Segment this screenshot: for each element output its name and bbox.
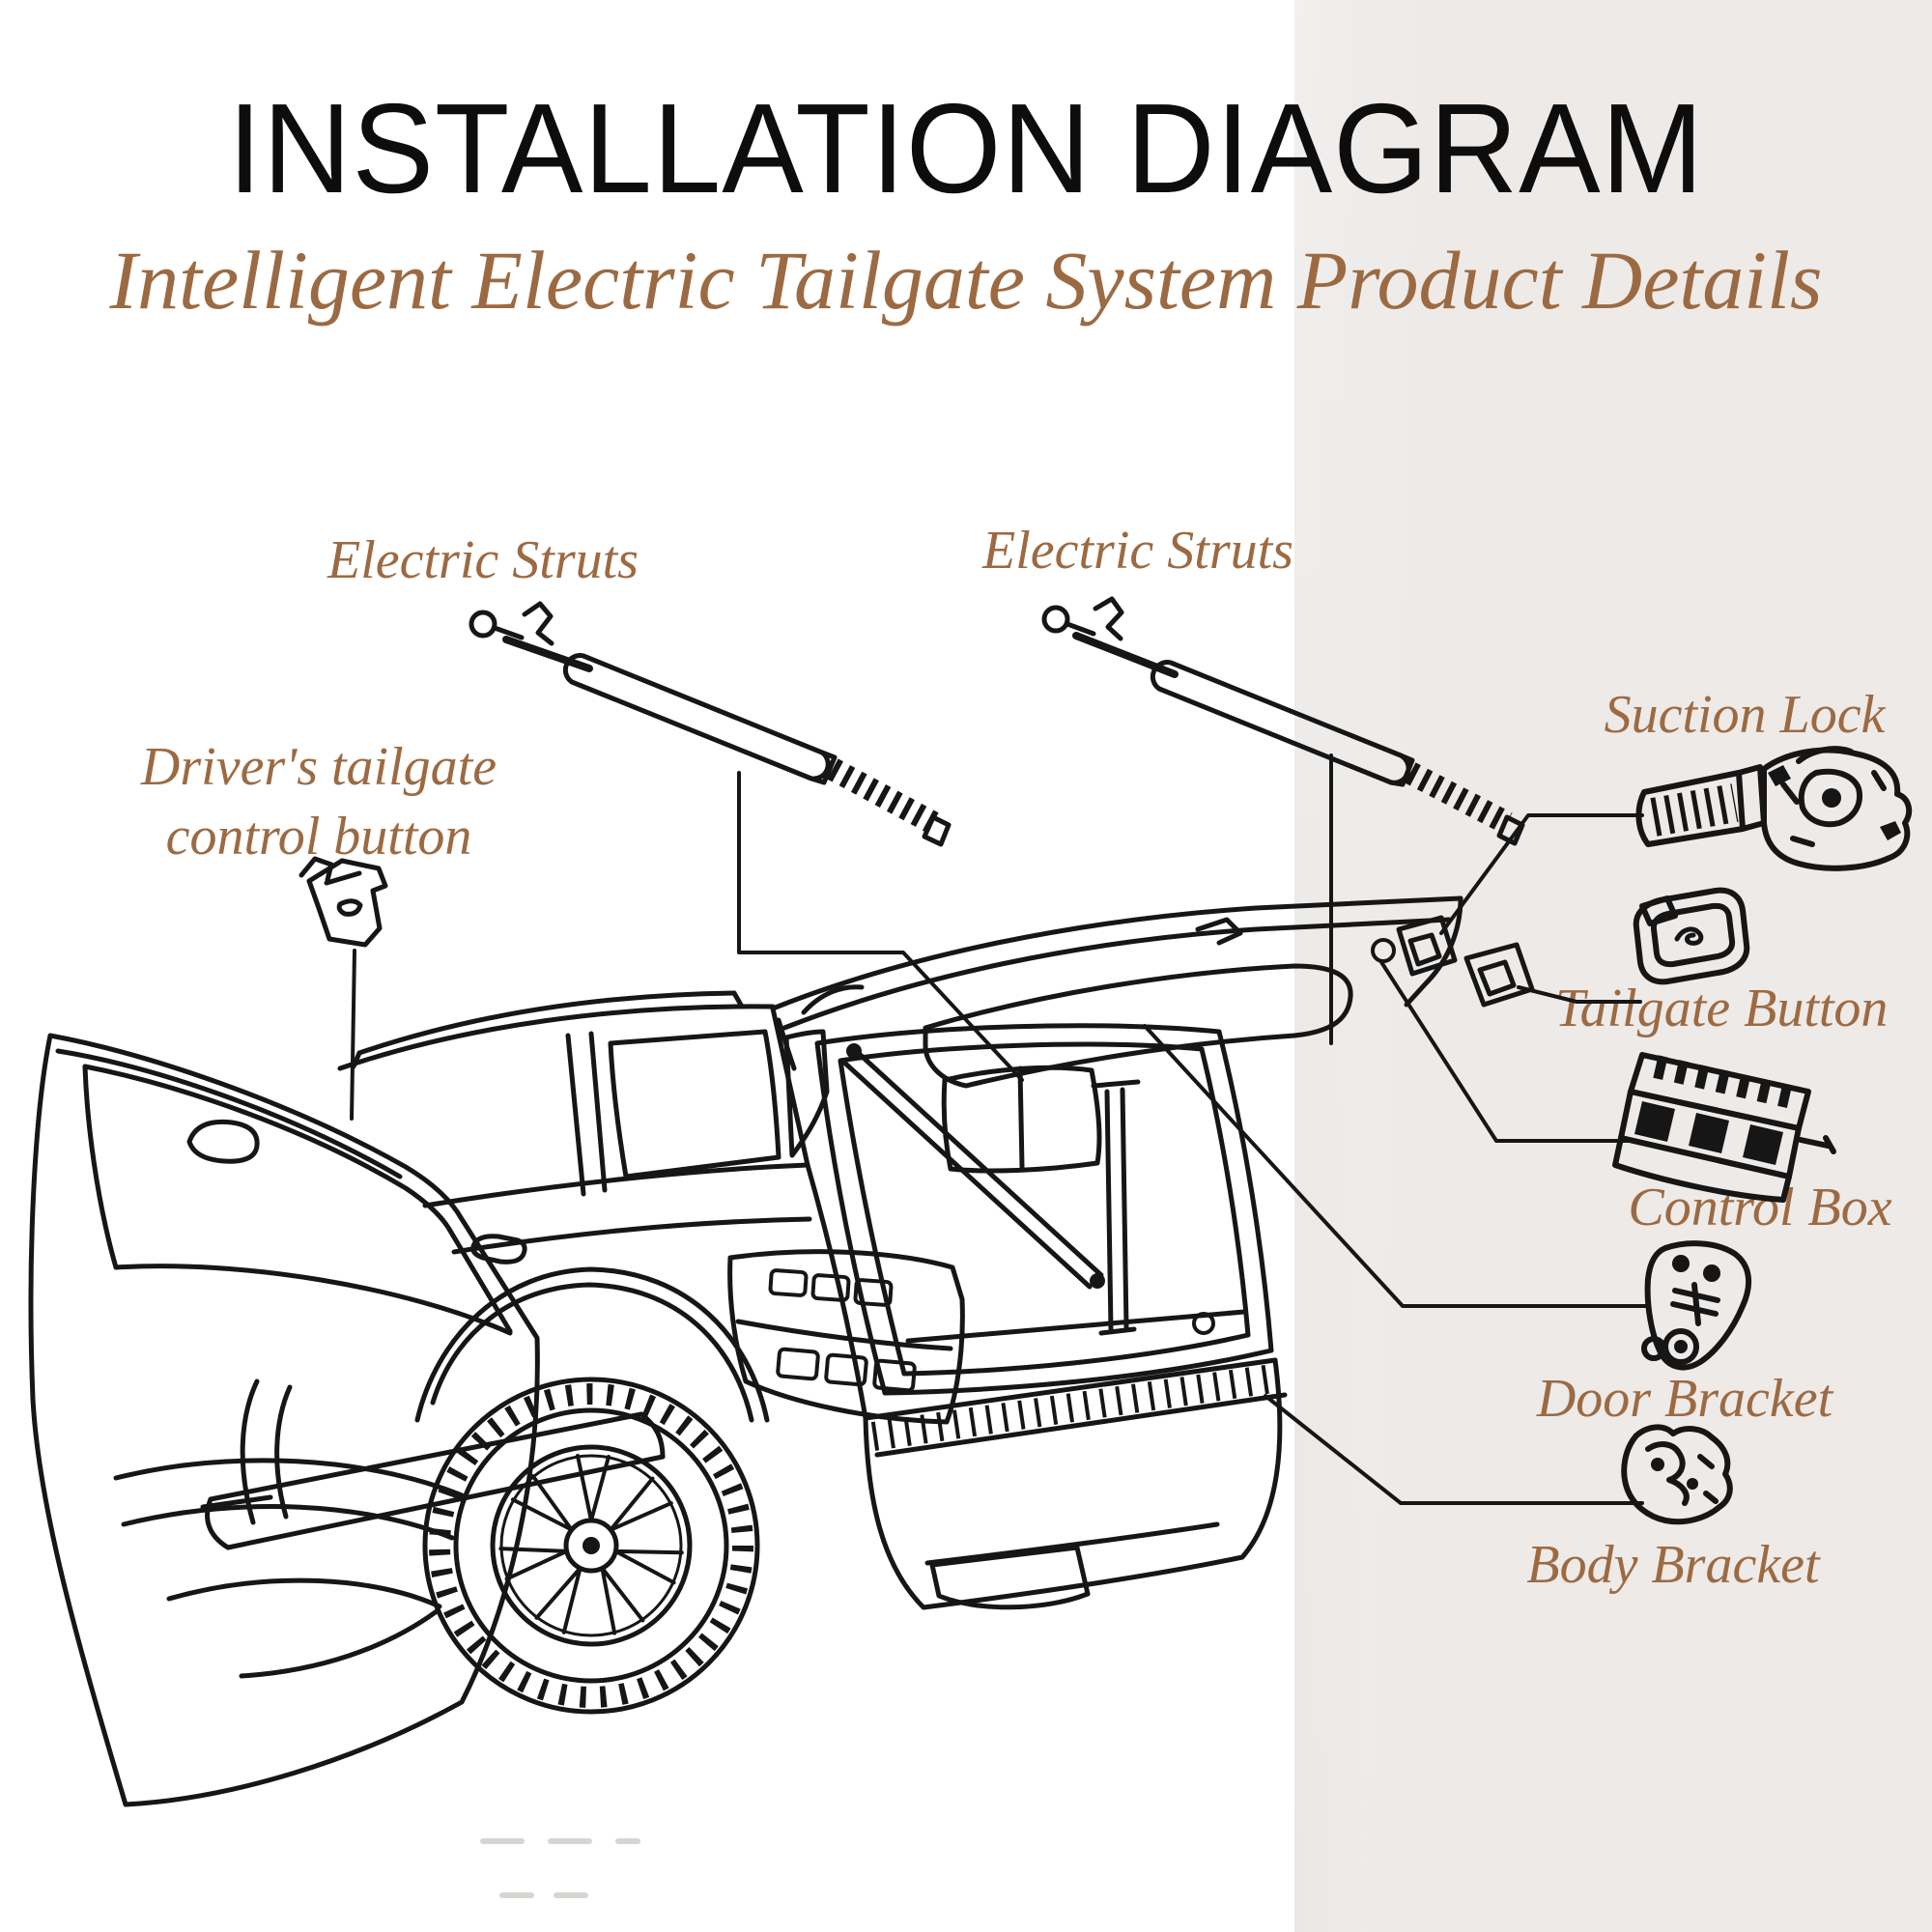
trunk-opening: [814, 1023, 1274, 1396]
rear-wheel: [414, 1266, 770, 1715]
leader-door-bracket: [1143, 1024, 1649, 1308]
rocker-running-board: [205, 1162, 868, 1550]
label-driver-line2: control button: [165, 807, 472, 867]
body-bracket-part: [1621, 1424, 1733, 1525]
label-electric-struts-left: Electric Struts: [327, 530, 639, 590]
label-driver-tailgate-button: Driver's tailgate control button: [141, 732, 497, 871]
suction-lock-part: [1635, 746, 1913, 871]
door-bracket-part: [1641, 1240, 1752, 1371]
tailgate-button-part: [1633, 887, 1750, 985]
label-control-box: Control Box: [1628, 1178, 1892, 1237]
electric-strut-right-part: [1041, 596, 1525, 846]
roof-and-glass: [337, 990, 830, 1264]
leader-control-box: [1379, 960, 1636, 1143]
label-driver-line1: Driver's tailgate: [140, 737, 497, 797]
leader-driver-button: [350, 949, 356, 1121]
open-tailgate: [770, 895, 1535, 1089]
leader-tailgate-button: [1517, 985, 1642, 1004]
open-door: [28, 1033, 540, 1807]
driver-button-part: [298, 856, 388, 948]
electric-strut-left-part: [469, 601, 952, 847]
label-tailgate-button: Tailgate Button: [1554, 979, 1889, 1038]
car-illustration: [28, 895, 1535, 1807]
control-box-part: [1612, 1052, 1836, 1203]
label-body-bracket: Body Bracket: [1526, 1535, 1820, 1595]
page-title: INSTALLATION DIAGRAM: [227, 77, 1705, 219]
label-electric-struts-right: Electric Struts: [982, 521, 1293, 581]
page-subtitle: Intelligent Electric Tailgate System Pro…: [109, 234, 1823, 327]
right-gray-band: [1294, 0, 1932, 1932]
ground-shadow: [480, 1838, 640, 1898]
rear-bumper: [863, 1357, 1288, 1610]
leader-body-bracket: [1264, 1394, 1644, 1505]
leader-suction-lock: [1439, 813, 1644, 935]
label-suction-lock: Suction Lock: [1604, 685, 1886, 745]
label-door-bracket: Door Bracket: [1536, 1369, 1833, 1429]
